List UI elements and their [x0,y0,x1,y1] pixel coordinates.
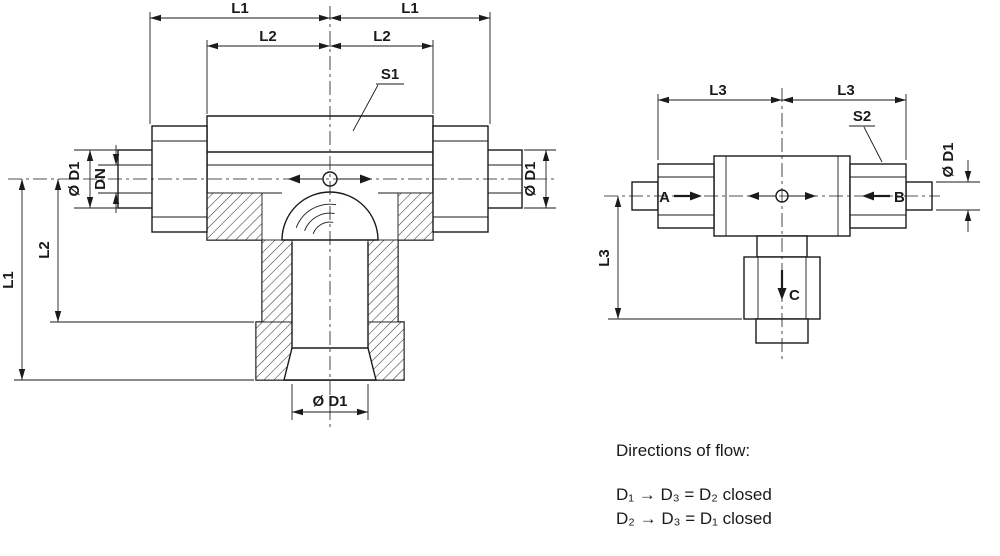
dim-label-l1-top-left: L1 [231,0,249,17]
flow-note-line-1: D₁ → D₃ = D₂ closed [616,485,772,504]
dim-label-dn: DN [92,168,109,190]
left-section-view: L1 L1 L2 L2 S1 Ø D1 DN L2 L1 Ø D1 Ø D1 [0,0,558,430]
hatch-branch-left-wall [261,239,293,323]
left-nut [151,125,208,233]
hatch-left-shoulder [206,192,263,241]
dim-label-l1-vertical: L1 [0,271,17,289]
port-label-c: C [789,287,800,304]
port-label-a: A [659,189,670,206]
dim-label-d1-right: Ø D1 [940,142,957,177]
dim-label-s2: S2 [853,108,871,125]
dim-label-l3-top-left: L3 [709,82,727,99]
flow-note-heading: Directions of flow: [616,441,750,460]
dim-label-d1-left: Ø D1 [66,161,83,196]
dim-label-l3-vertical: L3 [596,249,613,267]
dim-label-l3-top-right: L3 [837,82,855,99]
dim-label-l2-vertical: L2 [36,241,53,259]
dim-label-d1-right: Ø D1 [522,161,539,196]
dim-label-l2-top-left: L2 [259,28,277,45]
right-view-dimensions: L3 L3 S2 Ø D1 L3 [596,82,980,320]
right-outline-view: A B C L3 L3 S2 Ø D1 [596,82,980,360]
dim-label-l1-top-right: L1 [401,0,419,17]
dim-label-s1: S1 [381,66,399,83]
hatch-branch-right-wall [367,239,399,323]
dim-label-d1-bottom: Ø D1 [312,393,347,410]
flow-note: Directions of flow: D₁ → D₃ = D₂ closed … [616,441,772,528]
left-view-dimensions: L1 L1 L2 L2 S1 Ø D1 DN L2 L1 Ø D1 Ø D1 [0,0,556,420]
hatch-right-shoulder [397,192,434,241]
port-label-b: B [894,189,905,206]
flow-note-line-2: D₂ → D₃ = D₁ closed [616,509,772,528]
dim-label-l2-top-right: L2 [373,28,391,45]
tee-fitting-section [117,115,523,381]
